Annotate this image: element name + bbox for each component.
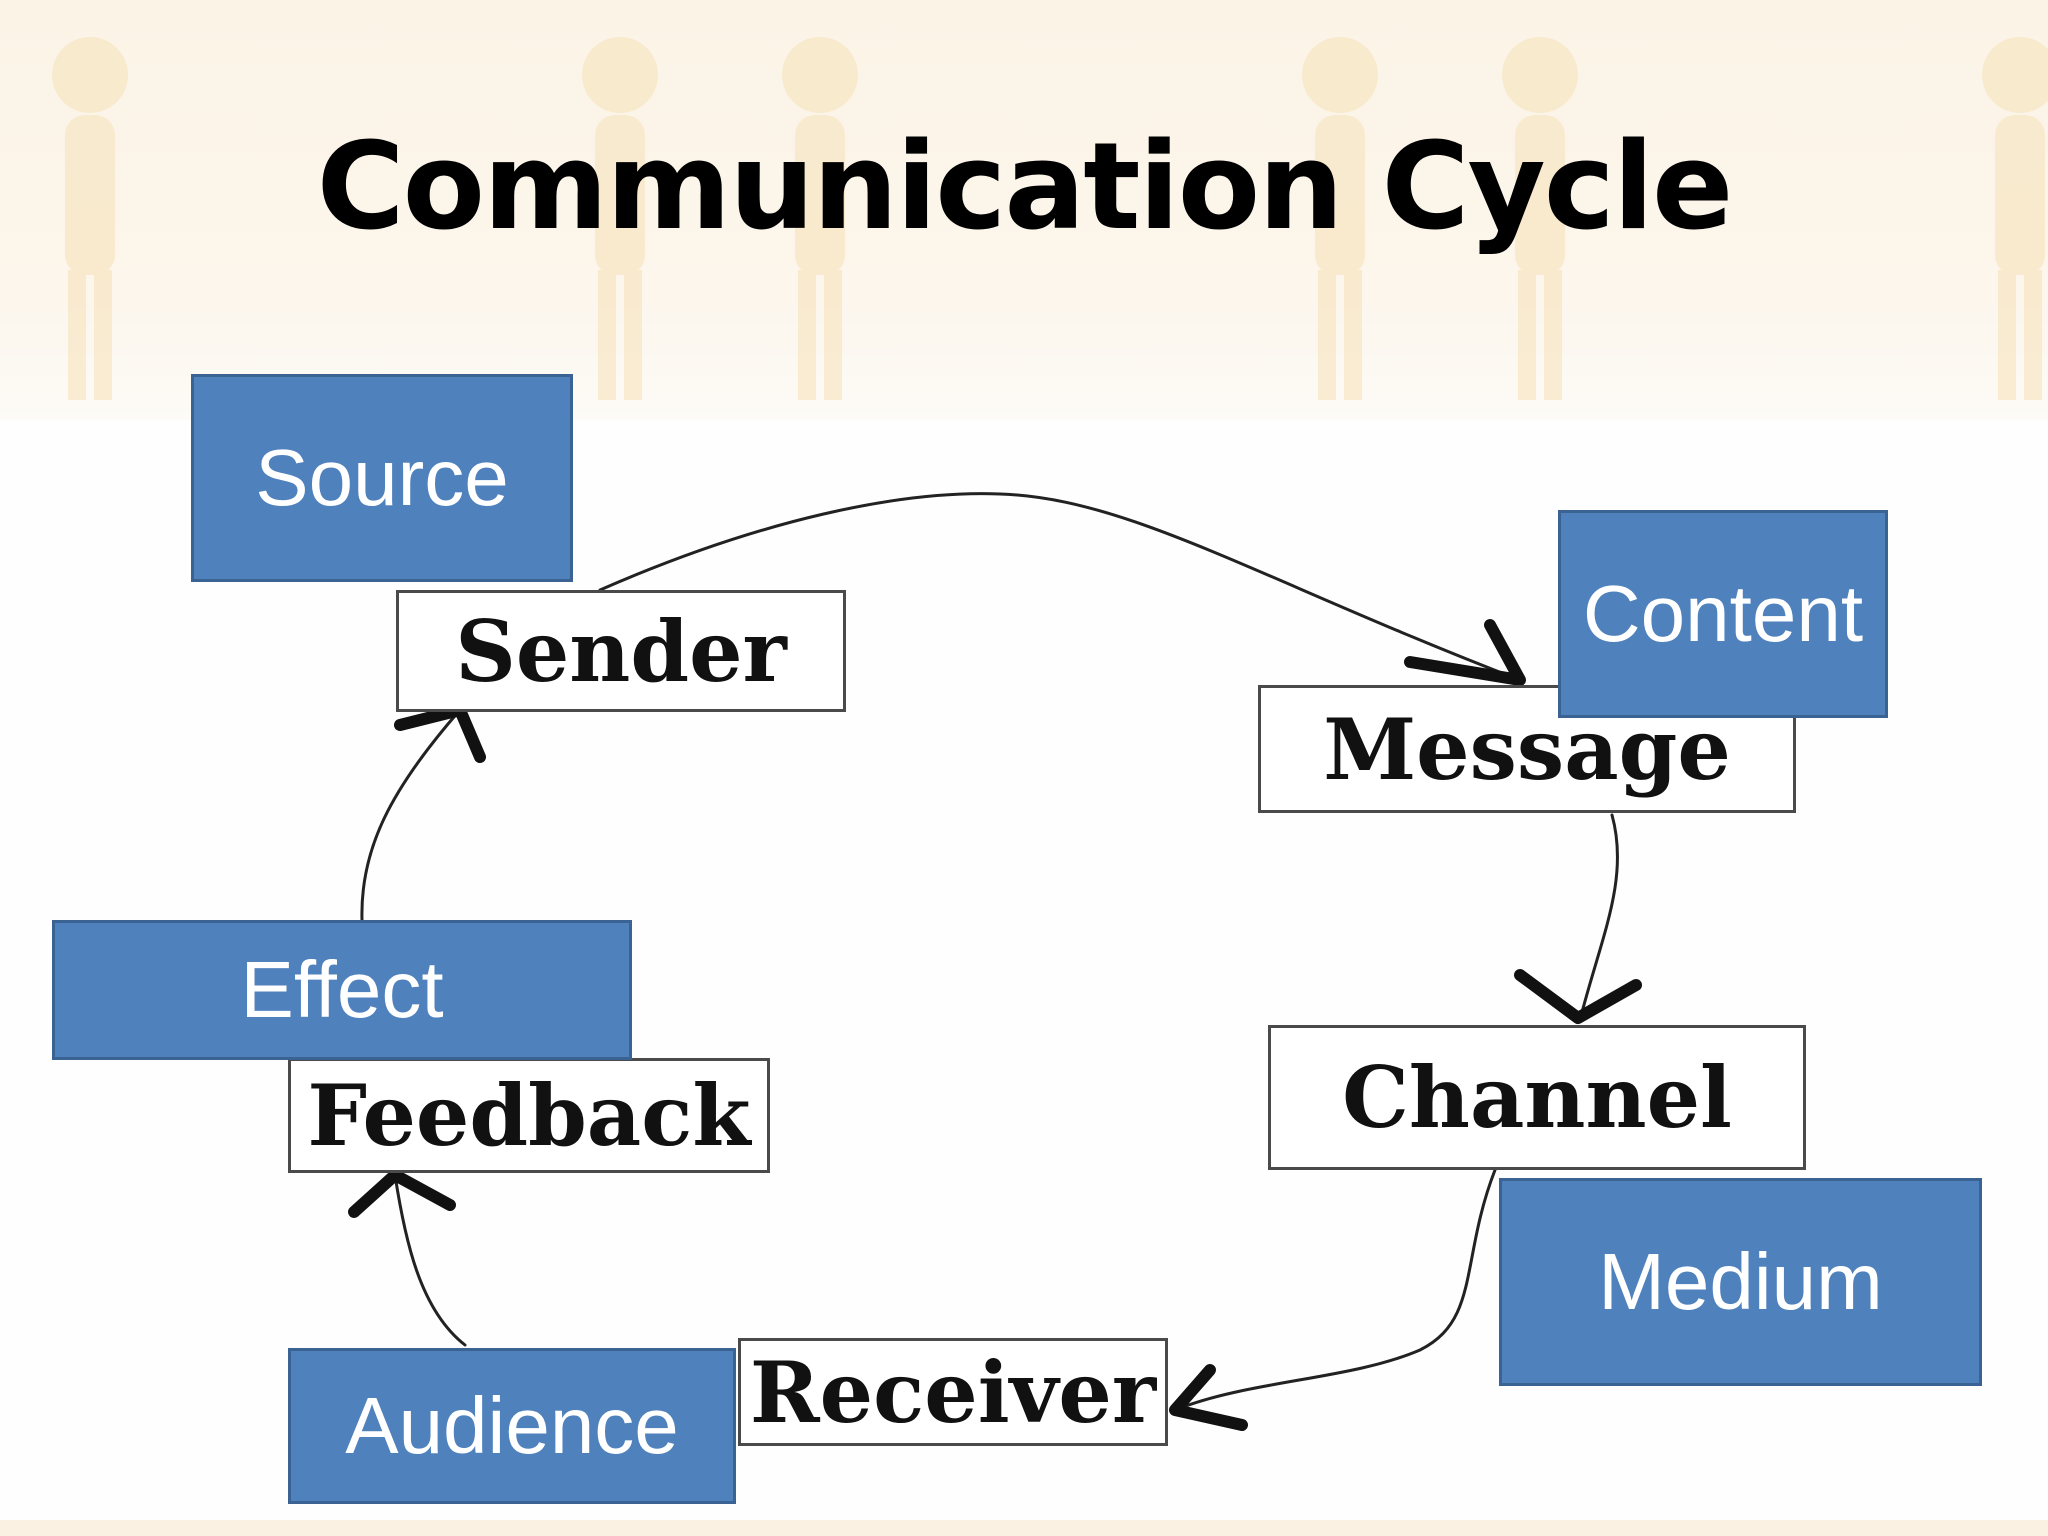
- node-feedback: Feedback: [288, 1058, 770, 1173]
- background-figure-icon: [582, 37, 658, 400]
- tag-audience: Audience: [288, 1348, 736, 1504]
- node-message: Message: [1258, 685, 1796, 813]
- arrow-message-to-channel: [1578, 813, 1620, 1022]
- background-figure-icon: [52, 37, 128, 400]
- tag-source: Source: [191, 374, 573, 582]
- node-sender: Sender: [396, 590, 846, 712]
- arrow-feedback-to-sender: [360, 708, 462, 922]
- background-header-band: [0, 0, 2048, 420]
- arrowhead-message-icon: [1404, 619, 1526, 686]
- background-figure-icon: [1982, 37, 2048, 400]
- node-receiver: Receiver: [738, 1338, 1168, 1446]
- arrow-sender-to-message: [598, 492, 1522, 682]
- background-figure-icon: [782, 37, 858, 400]
- background-figure-icon: [1302, 37, 1378, 400]
- arrowhead-feedback-icon: [348, 1169, 456, 1218]
- slide-title: Communication Cycle: [316, 118, 1734, 257]
- arrow-channel-to-receiver: [1173, 1168, 1497, 1412]
- arrowhead-channel-icon: [1514, 969, 1642, 1024]
- tag-content: Content: [1558, 510, 1888, 718]
- arrowhead-receiver-icon: [1169, 1364, 1248, 1431]
- background-footer-band: [0, 1520, 2048, 1536]
- tag-effect: Effect: [52, 920, 632, 1060]
- tag-medium: Medium: [1499, 1178, 1982, 1386]
- arrow-receiver-to-feedback: [393, 1173, 467, 1347]
- background-figure-icon: [1502, 37, 1578, 400]
- node-channel: Channel: [1268, 1025, 1806, 1170]
